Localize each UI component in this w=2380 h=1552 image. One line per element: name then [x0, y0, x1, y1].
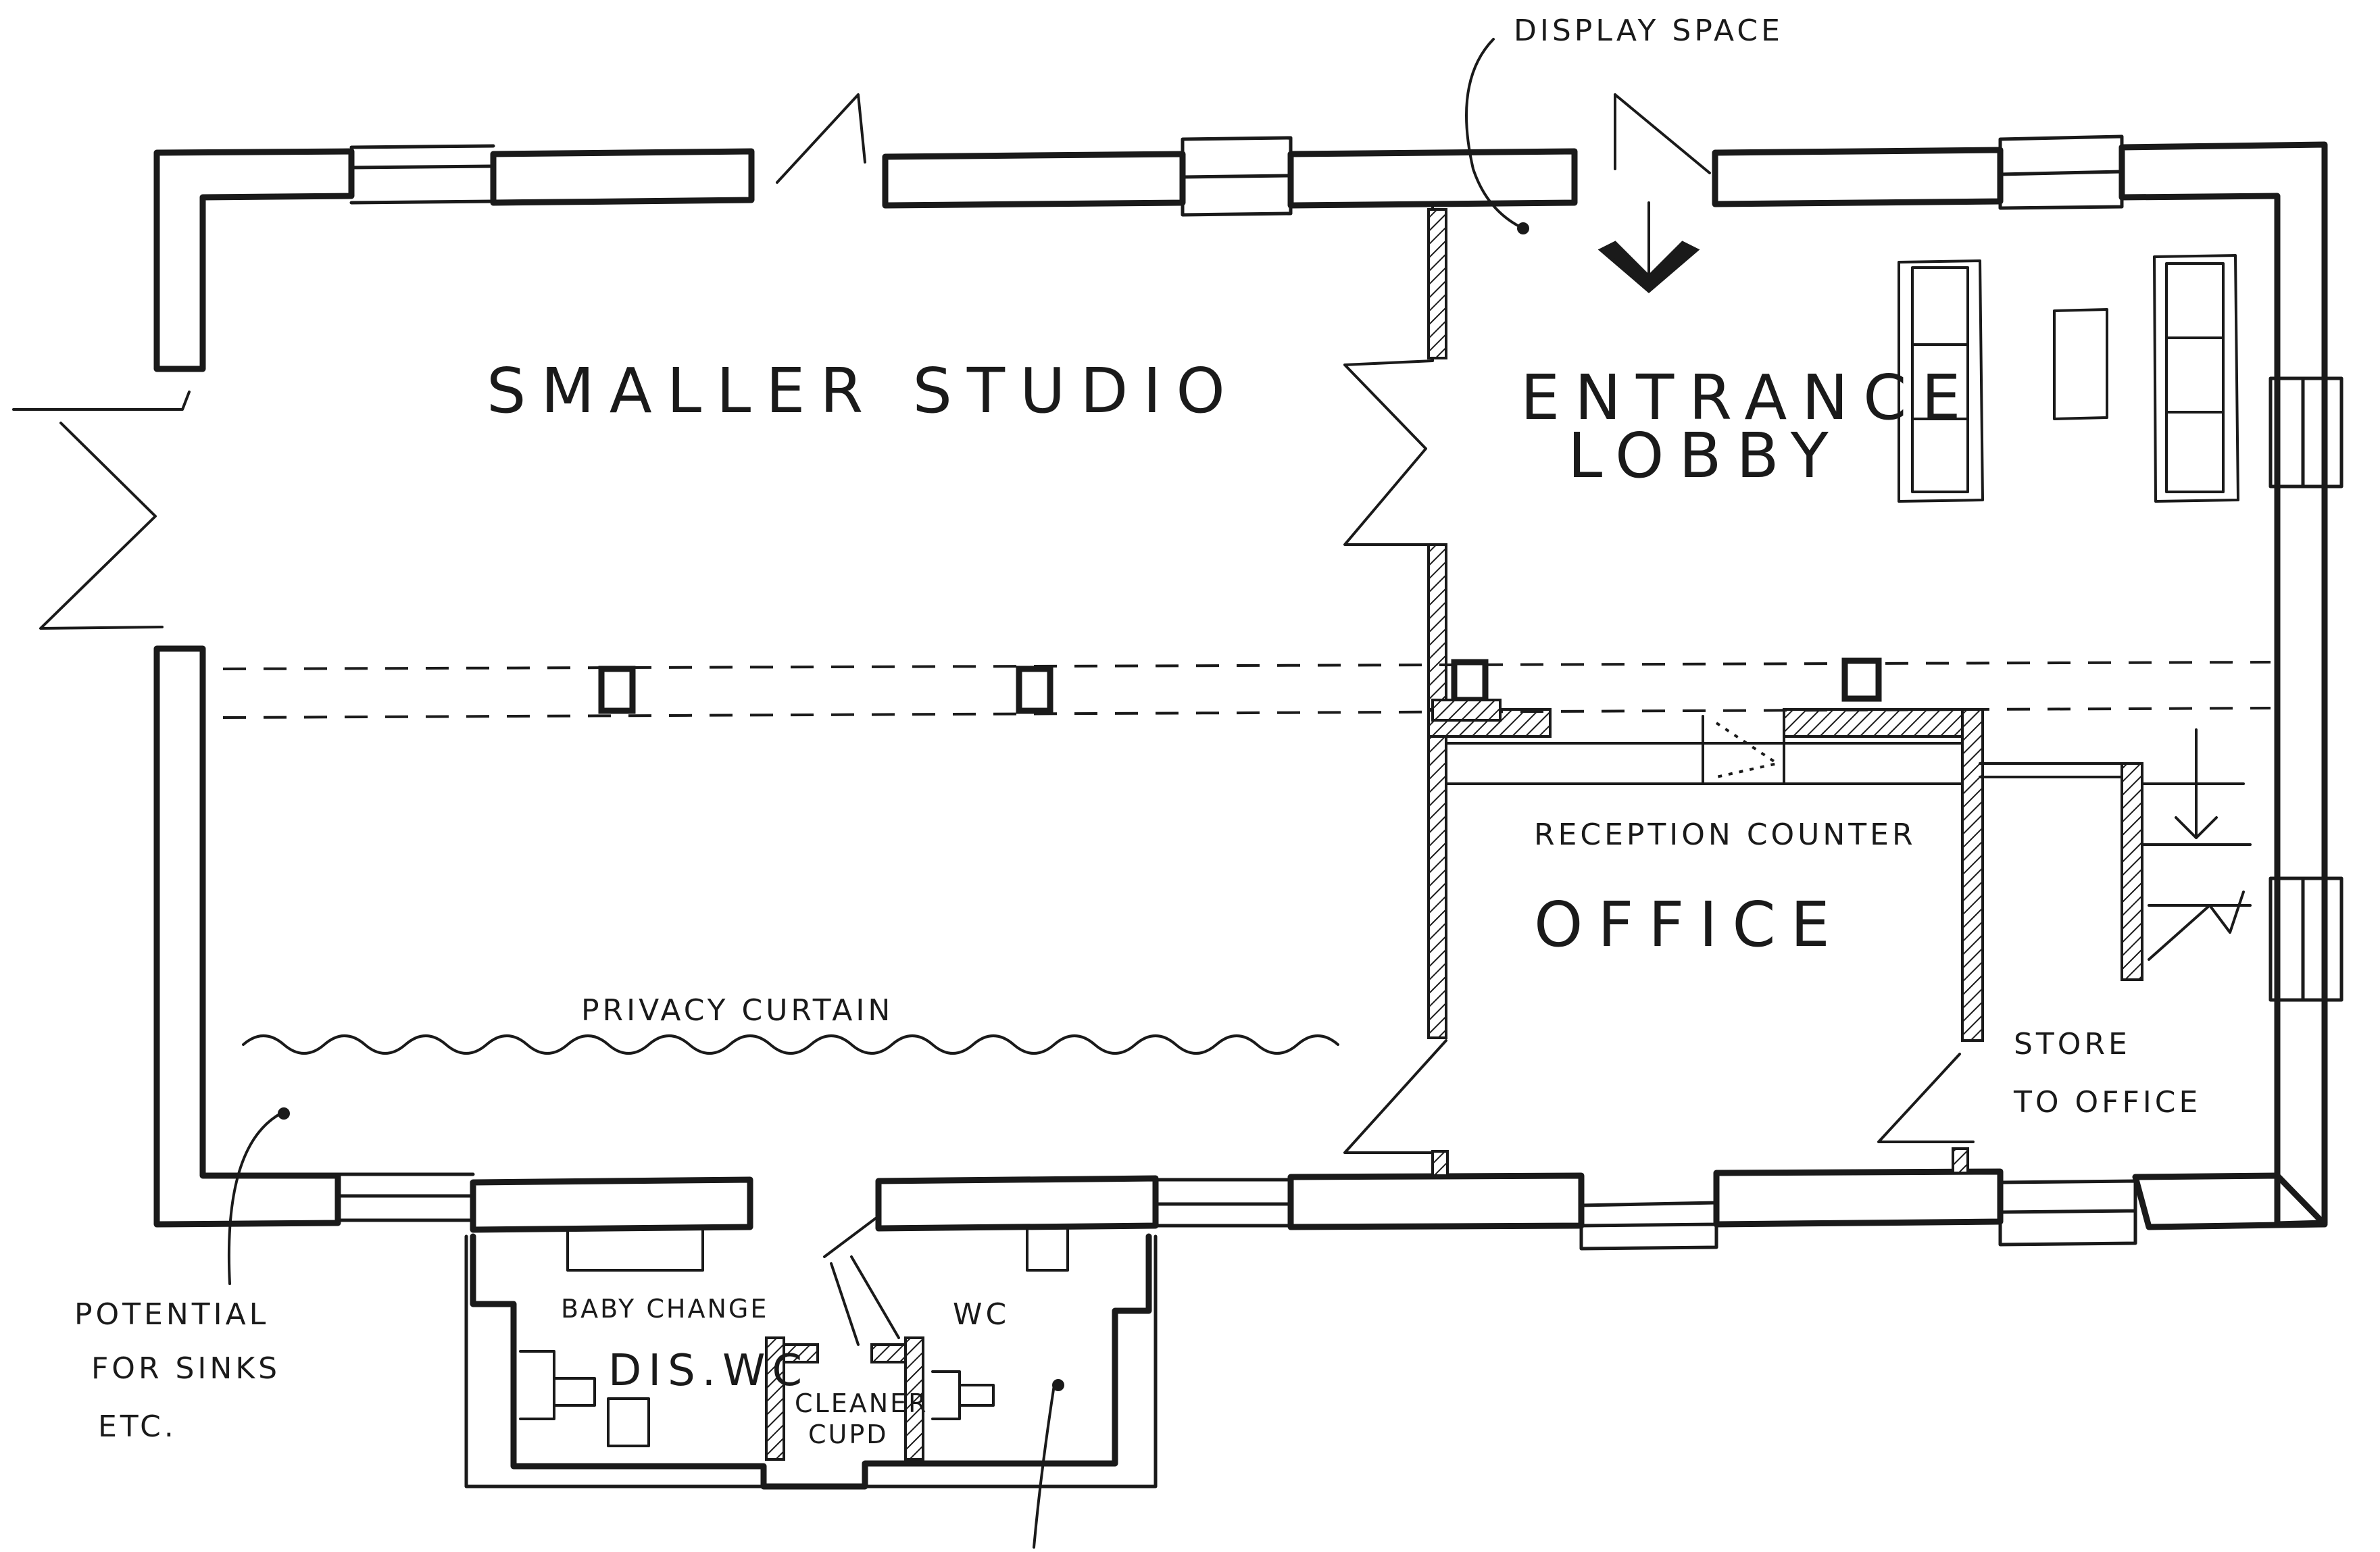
label-entrance: ENTRANCE: [1520, 361, 1975, 434]
label-potential: POTENTIAL: [74, 1297, 269, 1332]
label-office: OFFICE: [1534, 888, 1845, 961]
display-cases: [1898, 254, 2239, 503]
beams-and-columns: [222, 657, 2271, 722]
label-dis-wc: DIS.WC: [608, 1346, 809, 1396]
label-for-sinks: FOR SINKS: [91, 1351, 280, 1386]
label-etc: ETC.: [98, 1409, 177, 1444]
leader-lines: [227, 38, 1529, 1549]
label-privacy-curtain: PRIVACY CURTAIN: [581, 993, 893, 1028]
label-cupd: CUPD: [808, 1420, 889, 1449]
doors: [12, 93, 1975, 1154]
label-wc: WC: [953, 1297, 1010, 1332]
label-reception-counter: RECEPTION COUNTER: [1534, 818, 1916, 852]
label-lobby: LOBBY: [1568, 420, 1843, 492]
label-baby-change: BABY CHANGE: [561, 1294, 768, 1324]
privacy-curtain-line: [242, 1034, 1339, 1055]
label-store: STORE: [2014, 1027, 2131, 1061]
wc-annex: [464, 1215, 1158, 1490]
label-smaller-studio: SMALLER STUDIO: [487, 355, 1240, 427]
label-cleaner: CLEANER: [795, 1388, 928, 1418]
label-to-office: TO OFFICE: [2013, 1085, 2201, 1120]
outer-walls: [153, 134, 2344, 1251]
label-display-space: DISPLAY SPACE: [1514, 14, 1783, 48]
